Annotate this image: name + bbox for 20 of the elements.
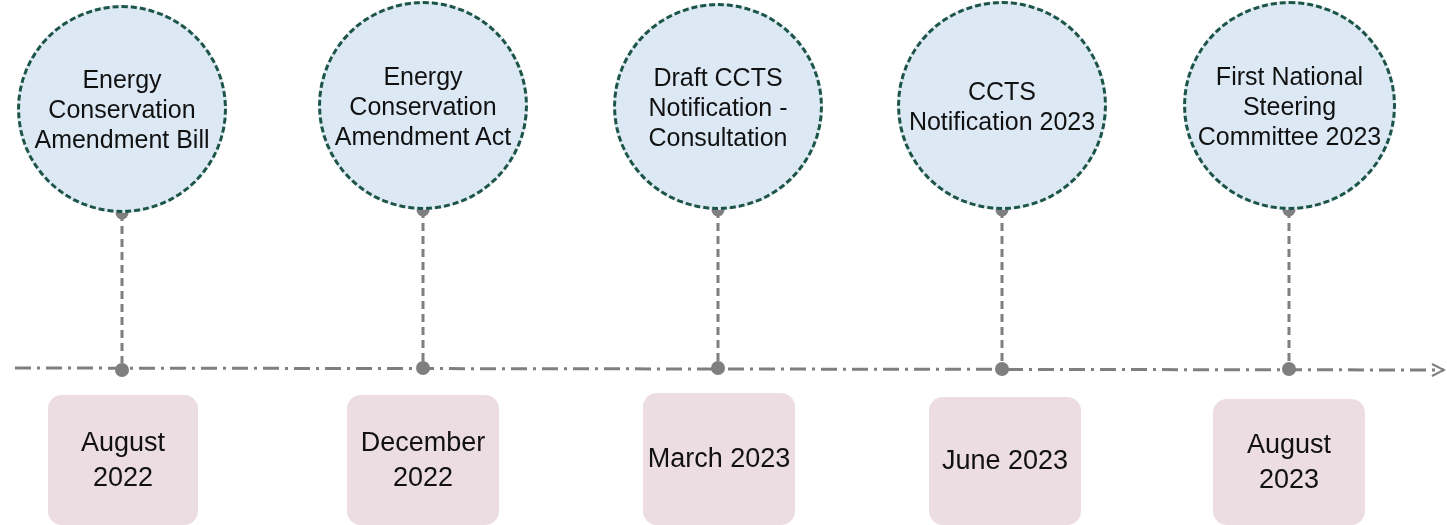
date-box bbox=[347, 395, 499, 525]
date-box bbox=[929, 397, 1081, 525]
timeline-dot bbox=[995, 362, 1009, 376]
date-box bbox=[643, 393, 795, 525]
date-label: August 2023 bbox=[1245, 427, 1333, 496]
date-box bbox=[1213, 399, 1365, 525]
milestone-label: Energy Conservation Amendment Act bbox=[333, 60, 513, 151]
timeline-dot bbox=[1282, 362, 1296, 376]
date-label: March 2023 bbox=[647, 442, 791, 476]
date-label: June 2023 bbox=[941, 444, 1069, 478]
timeline-dot bbox=[115, 363, 129, 377]
milestone-label: First National Steering Committee 2023 bbox=[1196, 60, 1383, 151]
timeline-dot bbox=[416, 361, 430, 375]
date-label: August 2022 bbox=[79, 425, 167, 494]
milestone-label: Draft CCTS Notification - Consultation bbox=[647, 61, 789, 152]
milestone-label: CCTS Notification 2023 bbox=[908, 75, 1096, 136]
timeline-dot bbox=[711, 361, 725, 375]
date-box bbox=[48, 395, 198, 525]
date-label: December 2022 bbox=[359, 425, 487, 494]
milestone-label: Energy Conservation Amendment Bill bbox=[33, 64, 211, 154]
